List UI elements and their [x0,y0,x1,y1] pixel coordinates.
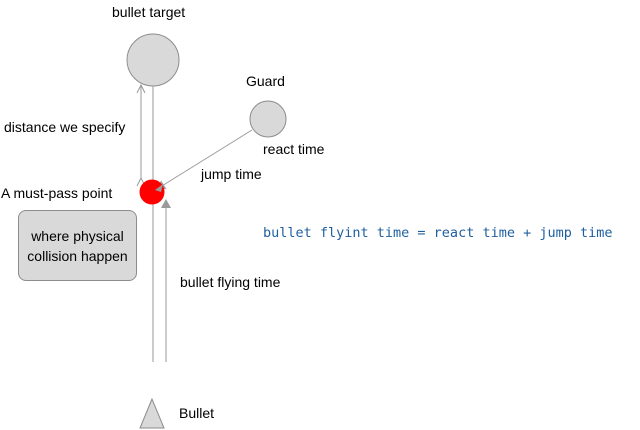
bullet-target-node [126,33,180,87]
must-pass-point-node [139,179,165,205]
distance-label: distance we specify [4,119,126,135]
collision-note-box: where physical collision happen [18,210,137,281]
react-time-label: react time [263,141,325,157]
guard-label: Guard [246,73,285,89]
collision-note-line-2: collision happen [27,247,128,264]
bullet-target-label: bullet target [112,4,186,20]
collision-note-line-1: where physical [31,227,124,244]
bullet-label: Bullet [179,405,215,421]
guard-arrowhead-on-point [155,184,163,192]
bullet-node [139,397,165,429]
must-pass-point-label: A must-pass point [1,185,113,201]
jump-time-label: jump time [201,166,262,182]
guard-node [249,100,287,138]
guard-jump-arrow [156,129,253,190]
formula-text: bullet flyint time = react time + jump t… [263,225,613,241]
bullet-flying-time-label: bullet flying time [180,274,281,290]
